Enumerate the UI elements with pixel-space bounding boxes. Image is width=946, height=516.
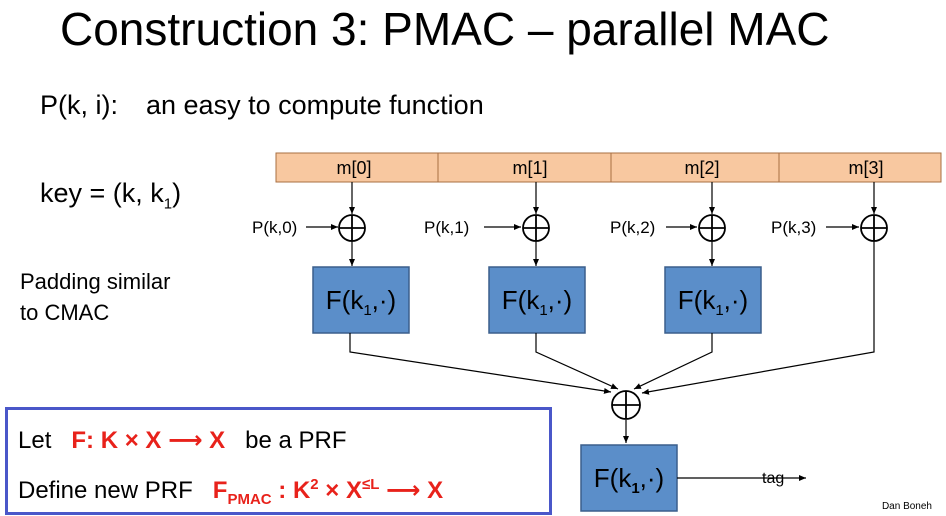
f-block-2 xyxy=(664,266,762,334)
xor-final-icon xyxy=(611,390,641,420)
define-text: Define new PRF xyxy=(18,477,193,504)
p-label-1: P(k,1) xyxy=(424,218,469,237)
message-bar: m[0] m[1] m[2] m[3] xyxy=(275,152,942,183)
function-desc-text: an easy to compute function xyxy=(146,90,484,120)
message-segment-0 xyxy=(275,152,439,183)
key-suffix: ) xyxy=(172,178,182,208)
padding-note: Padding similar to CMAC xyxy=(20,266,170,328)
message-segment-1 xyxy=(437,152,612,183)
key-prefix: key = (k, k xyxy=(40,178,164,208)
xor-3-icon xyxy=(860,214,888,242)
f-block-0-label: F(k1,·) xyxy=(326,285,396,319)
key-label: key = (k, k1) xyxy=(40,178,181,212)
f-block-1-label: F(k1,·) xyxy=(502,285,572,319)
message-segment-label-0: m[0] xyxy=(336,158,371,178)
xor-0-icon xyxy=(338,214,366,242)
let-line: Let F: K × X ⟶ X be a PRF xyxy=(18,426,347,455)
xor3-to-final-xor-line xyxy=(641,241,875,395)
f-block-0 xyxy=(312,266,410,334)
padding-line-1: Padding similar xyxy=(20,269,171,294)
f-block-final-label: F(k1,·) xyxy=(594,463,664,497)
xor-1-icon xyxy=(522,214,550,242)
function-description: P(k, i): an easy to compute function xyxy=(40,90,484,121)
message-segment-label-1: m[1] xyxy=(512,158,547,178)
f2-to-final-xor-line xyxy=(633,333,713,390)
padding-line-2: to CMAC xyxy=(20,300,110,325)
p-label-2: P(k,2) xyxy=(610,218,655,237)
author-credit: Dan Boneh xyxy=(881,501,932,512)
p-label-3: P(k,3) xyxy=(771,218,816,237)
be-prf-text: be a PRF xyxy=(245,427,347,454)
f-block-1 xyxy=(488,266,586,334)
f-block-2-label: F(k1,·) xyxy=(678,285,748,319)
fpmac-definition: FPMAC : K2 × X≤L ⟶ X xyxy=(212,476,444,508)
f-block-final xyxy=(580,444,678,512)
define-line: Define new PRF FPMAC : K2 × X≤L ⟶ X xyxy=(18,476,443,508)
let-text: Let xyxy=(18,427,52,454)
tag-label: tag xyxy=(762,470,784,487)
f0-to-final-xor-line xyxy=(349,333,612,394)
function-name: P(k, i): xyxy=(40,90,118,120)
prf-definition-box: Let F: K × X ⟶ X be a PRF Define new PRF… xyxy=(5,407,552,515)
message-segment-label-3: m[3] xyxy=(848,158,883,178)
f1-to-final-xor-line xyxy=(535,333,619,390)
message-segment-label-2: m[2] xyxy=(684,158,719,178)
f-definition: F: K × X ⟶ X xyxy=(71,427,226,454)
message-segment-3 xyxy=(778,152,942,183)
p-label-0: P(k,0) xyxy=(252,218,297,237)
page-title: Construction 3: PMAC – parallel MAC xyxy=(60,3,830,55)
key-subscript: 1 xyxy=(163,195,173,213)
xor-2-icon xyxy=(698,214,726,242)
message-segment-2 xyxy=(610,152,780,183)
